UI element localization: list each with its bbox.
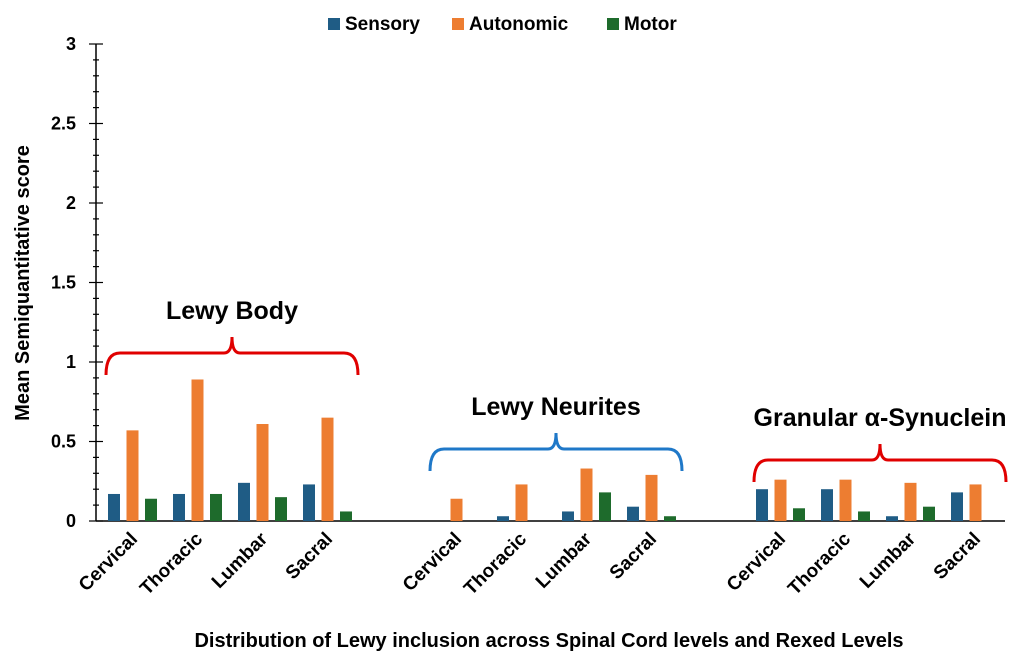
- x-category-label: Cervical: [723, 529, 790, 596]
- y-tick-label: 0.5: [51, 432, 76, 452]
- x-category-label: Lumbar: [532, 528, 597, 593]
- bar-autonomic: [256, 424, 269, 521]
- y-tick-label: 1: [66, 352, 76, 372]
- group-brace: [104, 336, 360, 376]
- x-category-label: Lumbar: [208, 528, 273, 593]
- legend-label: Sensory: [345, 14, 420, 35]
- bar-sensory: [562, 511, 574, 521]
- y-tick-label: 2.5: [51, 114, 76, 134]
- bar-motor: [340, 511, 352, 521]
- legend: Sensory Autonomic Motor: [328, 14, 677, 35]
- group-label: Granular α-Synuclein: [754, 404, 1007, 432]
- bar-autonomic: [580, 468, 593, 521]
- bar-motor: [858, 511, 870, 521]
- bar-sensory: [303, 484, 315, 521]
- bar-autonomic: [904, 482, 917, 521]
- bar-motor: [210, 493, 222, 521]
- bar-sensory: [951, 492, 963, 521]
- group-label: Lewy Neurites: [471, 393, 641, 421]
- bar-sensory: [821, 489, 833, 521]
- x-category-label: Thoracic: [460, 528, 531, 599]
- bar-sensory: [627, 506, 639, 521]
- bar-autonomic: [515, 484, 528, 521]
- legend-label: Motor: [624, 14, 677, 35]
- bar-sensory: [108, 493, 120, 521]
- bar-motor: [664, 516, 676, 521]
- legend-swatch: [328, 18, 340, 30]
- bar-sensory: [238, 482, 250, 521]
- legend-swatch: [607, 18, 619, 30]
- x-category-label: Cervical: [399, 529, 466, 596]
- group-label: Lewy Body: [166, 297, 298, 325]
- bar-motor: [275, 497, 287, 521]
- bar-autonomic: [969, 484, 982, 521]
- x-category-label: Thoracic: [784, 528, 855, 599]
- group-brace: [428, 432, 684, 472]
- legend-label: Autonomic: [469, 14, 569, 35]
- bar-sensory: [173, 493, 185, 521]
- bar-autonomic: [839, 479, 852, 521]
- y-tick-label: 1.5: [51, 273, 76, 293]
- bar-autonomic: [645, 474, 658, 521]
- x-category-label: Lumbar: [856, 528, 921, 593]
- x-axis-title: Distribution of Lewy inclusion across Sp…: [194, 630, 903, 652]
- x-category-label: Sacral: [606, 529, 661, 584]
- x-category-label: Thoracic: [136, 528, 207, 599]
- y-tick-label: 0: [66, 511, 76, 531]
- bar-autonomic: [126, 430, 139, 521]
- bar-motor: [145, 498, 157, 521]
- bar-autonomic: [191, 379, 204, 521]
- bar-autonomic: [321, 417, 334, 521]
- y-tick-label: 3: [66, 34, 76, 54]
- legend-swatch: [452, 18, 464, 30]
- y-axis-title: Mean Semiquantitative score: [12, 145, 34, 421]
- bar-motor: [793, 508, 805, 521]
- x-category-label: Cervical: [75, 529, 142, 596]
- bar-sensory: [497, 516, 509, 521]
- bars: [108, 379, 982, 521]
- bar-sensory: [886, 516, 898, 521]
- bar-autonomic: [450, 498, 463, 521]
- group-brace: [752, 443, 1008, 483]
- x-category-label: Sacral: [282, 529, 337, 584]
- bar-motor: [599, 492, 611, 521]
- bar-sensory: [756, 489, 768, 521]
- x-category-label: Sacral: [930, 529, 985, 584]
- bar-autonomic: [774, 479, 787, 521]
- bar-motor: [923, 506, 935, 521]
- y-tick-label: 2: [66, 193, 76, 213]
